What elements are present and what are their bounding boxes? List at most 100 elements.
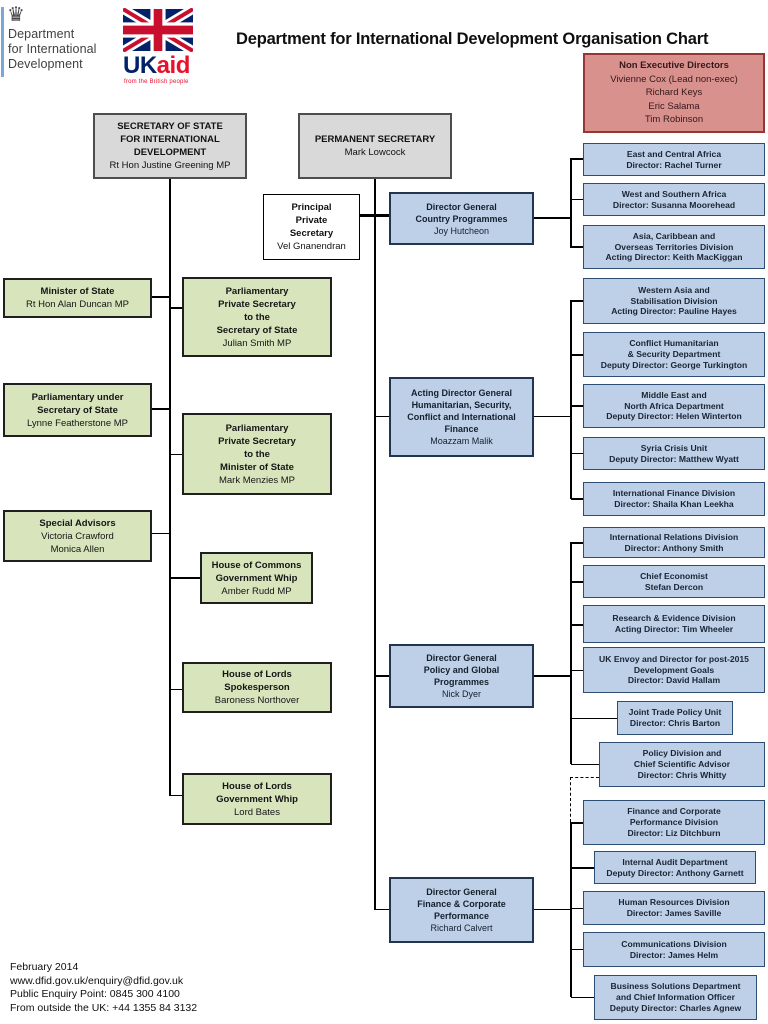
connector-line: [570, 822, 572, 997]
box-person-line: Director: Liz Ditchburn: [627, 827, 721, 838]
box-title-line: Chief Economist: [640, 570, 708, 581]
box-title-line: Parliamentary: [225, 285, 289, 297]
box-title-line: Middle East and: [641, 389, 707, 400]
box-person-line: Director: James Saville: [626, 908, 722, 918]
box-title-line: Conflict Humanitarian: [629, 338, 719, 349]
box-title-line: Special Advisors: [39, 517, 116, 529]
box-person-line: Vel Gnanendran: [277, 241, 346, 252]
connector-line: [169, 577, 200, 579]
connector-line-dashed: [570, 776, 599, 778]
connector-line: [374, 415, 389, 417]
connector-line: [571, 300, 583, 302]
box-title-line: Secretary of State: [216, 324, 298, 336]
box-title-line: Director General: [426, 201, 497, 212]
box-title-line: Internal Audit Department: [622, 856, 728, 867]
connector-line: [570, 542, 572, 764]
box-person-line: Stefan Dercon: [644, 581, 704, 592]
box-person-line: Joy Hutcheon: [433, 225, 490, 236]
box-title-line: Private: [295, 215, 328, 226]
box-title-line: Syria Crisis Unit: [640, 442, 708, 453]
connector-line: [374, 908, 389, 910]
box-person-line: Monica Allen: [50, 543, 105, 555]
connector-line: [374, 675, 389, 677]
box-person-line: Amber Rudd MP: [221, 585, 292, 597]
box-person-line: Acting Director: Pauline Hayes: [611, 306, 737, 317]
box-title-line: Western Asia and: [638, 284, 710, 295]
dfid-logo-line: for International: [8, 42, 97, 56]
box-person-line: Nick Dyer: [441, 689, 481, 699]
box-title-line: Programmes: [433, 677, 490, 687]
footer-enquiry-phone: Public Enquiry Point: 0845 300 4100: [10, 988, 180, 1000]
box-title-line: Research & Evidence Division: [612, 613, 736, 624]
box-person-line: Vivienne Cox (Lead non-exec): [610, 73, 738, 85]
box-title-line: Overseas Territories Division: [614, 241, 734, 252]
box-person-line: Director: Rachel Turner: [626, 159, 722, 170]
box-person-line: Moazzam Malik: [430, 436, 493, 446]
box-person-line: Tim Robinson: [644, 114, 704, 126]
box-person-line: Acting Director: Tim Wheeler: [614, 624, 734, 634]
box-title-line: to the: [244, 311, 270, 323]
connector-line: [571, 405, 583, 407]
box-title-line: PERMANENT SECRETARY: [314, 134, 436, 145]
connector-line: [152, 296, 169, 298]
ukaid-uk-text: UK: [123, 52, 157, 79]
box-title-line: Human Resources Division: [618, 897, 730, 908]
footer: February 2014 www.dfid.gov.uk/enquiry@df…: [10, 961, 197, 1015]
connector-line: [534, 908, 571, 910]
union-jack-icon: [123, 8, 193, 52]
box-person-line: Eric Salama: [648, 100, 700, 112]
box-person-line: Victoria Crawford: [41, 530, 114, 542]
box-person-line: Deputy Director: Matthew Wyatt: [609, 453, 739, 464]
box-title-line: Government Whip: [216, 793, 298, 805]
box-title-line: House of Lords: [222, 780, 292, 792]
box-title-line: Finance & Corporate: [417, 899, 506, 909]
connector-line: [169, 794, 182, 796]
connector-line: [570, 158, 572, 248]
box-title-line: DEVELOPMENT: [133, 147, 207, 158]
box-title-line: Government Whip: [215, 572, 298, 584]
connector-line: [571, 867, 594, 869]
box-title-line: Stabilisation Division: [630, 295, 718, 306]
box-person-line: Rt Hon Alan Duncan MP: [26, 299, 129, 310]
connector-line: [571, 542, 583, 544]
box-person-line: Rt Hon Justine Greening MP: [109, 160, 231, 171]
box-title-line: Humanitarian, Security,: [411, 400, 512, 410]
conflict-humanitarian-security: Conflict Humanitarian& Security Departme…: [583, 332, 765, 377]
box-title-line: Development Goals: [633, 664, 715, 675]
connector-line: [571, 354, 583, 356]
box-title-line: UK Envoy and Director for post-2015: [599, 653, 749, 664]
box-person-line: Director: David Hallam: [627, 675, 721, 686]
box-title-line: Country Programmes: [415, 213, 508, 224]
connector-line: [571, 717, 617, 719]
box-title-line: Conflict and International: [407, 412, 516, 422]
connector-line: [571, 763, 599, 765]
connector-line: [571, 581, 583, 583]
box-person-line: Director: Anthony Smith: [624, 542, 724, 553]
dfid-logo-line: Department: [8, 27, 75, 41]
box-title-line: to the: [244, 448, 270, 460]
box-title-line: SECRETARY OF STATE: [117, 121, 223, 132]
box-person-line: Deputy Director: Helen Winterton: [606, 411, 742, 422]
box-person-line: Lynne Featherstone MP: [26, 417, 129, 429]
box-title-line: North Africa Department: [624, 400, 724, 411]
box-title-line: Non Executive Directors: [619, 60, 729, 72]
box-title-line: Principal: [291, 202, 332, 213]
connector-line: [571, 948, 583, 950]
box-title-line: Policy Division and: [642, 748, 722, 759]
